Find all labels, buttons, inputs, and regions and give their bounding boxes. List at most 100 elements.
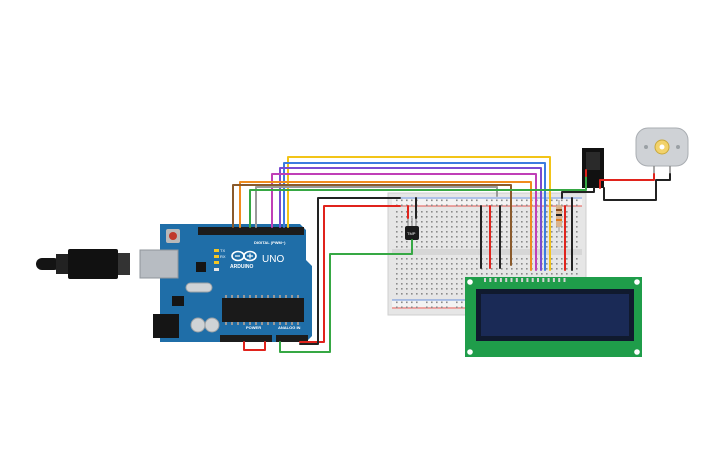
- lcd-pin: [537, 278, 539, 282]
- breadboard-hole: [521, 273, 523, 275]
- breadboard-hole: [466, 221, 468, 223]
- breadboard-hole: [576, 273, 578, 275]
- rail-hole: [431, 301, 433, 304]
- breadboard-hole: [526, 268, 528, 270]
- rail-hole: [446, 306, 448, 309]
- breadboard-hole: [481, 273, 483, 275]
- breadboard-hole: [396, 263, 398, 265]
- breadboard-hole: [521, 241, 523, 243]
- rail-hole: [431, 199, 433, 202]
- capacitor-2: [204, 317, 220, 333]
- breadboard-hole: [551, 231, 553, 233]
- breadboard-hole: [486, 236, 488, 238]
- breadboard-hole: [431, 258, 433, 260]
- breadboard-hole: [441, 226, 443, 228]
- rail-hole: [436, 199, 438, 202]
- breadboard-hole: [446, 216, 448, 218]
- breadboard-hole: [576, 241, 578, 243]
- breadboard-hole: [466, 241, 468, 243]
- breadboard-hole: [551, 273, 553, 275]
- rail-hole: [466, 204, 468, 207]
- breadboard-hole: [456, 226, 458, 228]
- breadboard-hole: [406, 273, 408, 275]
- rail-hole: [461, 301, 463, 304]
- rail-hole: [396, 306, 398, 309]
- breadboard-hole: [406, 258, 408, 260]
- rail-hole: [461, 204, 463, 207]
- breadboard-hole: [501, 268, 503, 270]
- breadboard-hole: [526, 273, 528, 275]
- relay[interactable]: [582, 148, 604, 188]
- breadboard-hole: [476, 221, 478, 223]
- rail-hole: [516, 204, 518, 207]
- lcd-pin: [484, 278, 486, 282]
- breadboard-hole: [551, 236, 553, 238]
- breadboard-hole: [436, 288, 438, 290]
- breadboard-hole: [546, 221, 548, 223]
- breadboard-hole: [486, 246, 488, 248]
- breadboard-hole: [421, 263, 423, 265]
- rail-hole: [401, 204, 403, 207]
- breadboard-hole: [426, 231, 428, 233]
- breadboard-hole: [576, 263, 578, 265]
- breadboard-hole: [436, 211, 438, 213]
- rail-hole: [471, 199, 473, 202]
- breadboard-hole: [501, 258, 503, 260]
- breadboard-hole: [431, 283, 433, 285]
- arduino-uno-board[interactable]: TX RX ARDUINO UNO DIGITAL (PWM~) POWER A…: [139, 224, 312, 342]
- model-label: UNO: [262, 254, 284, 265]
- rail-hole: [406, 306, 408, 309]
- breadboard-hole: [396, 241, 398, 243]
- breadboard-hole: [471, 241, 473, 243]
- breadboard-hole: [561, 226, 563, 228]
- breadboard-hole: [396, 293, 398, 295]
- rail-hole: [506, 204, 508, 207]
- wire-brown: [232, 184, 512, 266]
- rail-hole: [496, 199, 498, 202]
- breadboard-hole: [566, 226, 568, 228]
- breadboard-hole: [396, 226, 398, 228]
- breadboard-hole: [396, 273, 398, 275]
- breadboard-hole: [411, 216, 413, 218]
- wire-purple: [279, 167, 542, 271]
- breadboard-hole: [436, 258, 438, 260]
- breadboard-hole: [446, 278, 448, 280]
- breadboard-hole: [401, 231, 403, 233]
- rail-hole: [431, 306, 433, 309]
- breadboard-hole: [421, 246, 423, 248]
- breadboard-hole: [416, 278, 418, 280]
- breadboard-hole: [436, 241, 438, 243]
- breadboard-hole: [436, 268, 438, 270]
- breadboard-hole: [456, 293, 458, 295]
- breadboard-hole: [476, 273, 478, 275]
- breadboard-hole: [491, 226, 493, 228]
- breadboard-hole: [466, 216, 468, 218]
- breadboard-hole: [466, 211, 468, 213]
- rail-hole: [486, 199, 488, 202]
- breadboard-hole: [396, 258, 398, 260]
- breadboard-hole: [521, 268, 523, 270]
- breadboard-hole: [561, 241, 563, 243]
- breadboard-hole: [476, 246, 478, 248]
- breadboard-hole: [576, 268, 578, 270]
- breadboard-hole: [551, 226, 553, 228]
- dc-motor[interactable]: [635, 127, 689, 174]
- breadboard-hole: [521, 231, 523, 233]
- temperature-sensor[interactable]: TMP: [405, 218, 419, 240]
- lcd-display[interactable]: [465, 277, 642, 357]
- breadboard-hole: [451, 263, 453, 265]
- breadboard-hole: [431, 246, 433, 248]
- breadboard-hole: [456, 216, 458, 218]
- breadboard-hole: [476, 258, 478, 260]
- breadboard-hole: [516, 211, 518, 213]
- rail-hole: [416, 301, 418, 304]
- breadboard-hole: [501, 221, 503, 223]
- breadboard-hole: [526, 216, 528, 218]
- breadboard-hole: [451, 278, 453, 280]
- wire-green-relay: [249, 175, 587, 228]
- rail-hole: [501, 199, 503, 202]
- rail-hole: [446, 204, 448, 207]
- breadboard-hole: [486, 231, 488, 233]
- resistor[interactable]: [556, 200, 562, 232]
- breadboard-hole: [501, 231, 503, 233]
